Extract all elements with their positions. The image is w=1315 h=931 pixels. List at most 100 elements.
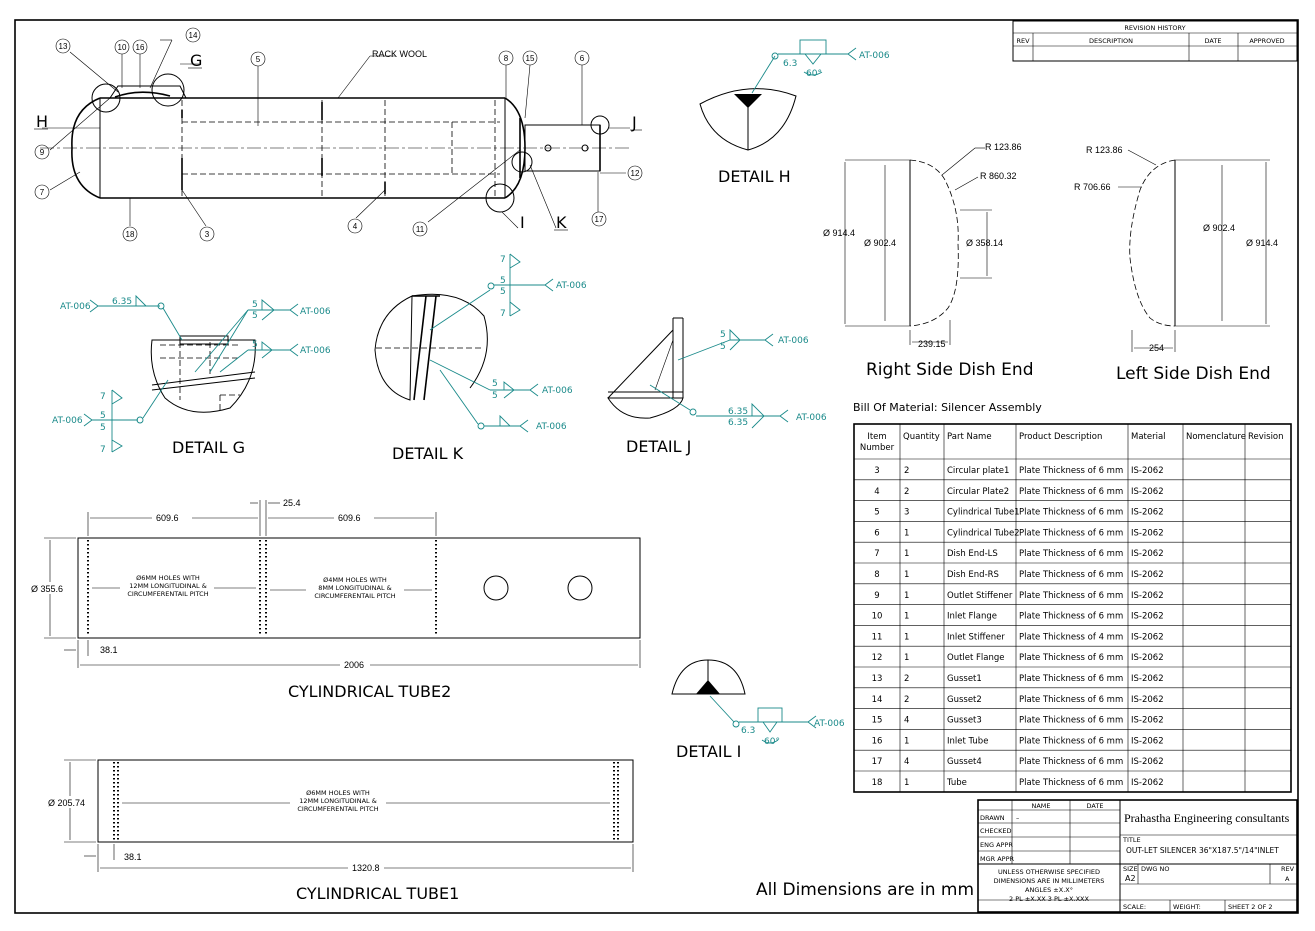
weld-g-ref-2: AT-006 xyxy=(300,307,331,317)
tb-dwg-label: DWG NO xyxy=(1141,865,1170,873)
bom-cell-3-1: 1 xyxy=(904,528,909,538)
bom-cell-5-2: Dish End-RS xyxy=(947,570,999,580)
balloon-18: 18 xyxy=(122,226,138,242)
balloon-14: 14 xyxy=(185,27,201,43)
weld-g-five-2: 5 xyxy=(252,311,258,321)
right-dish-r2: R 860.32 xyxy=(980,171,1017,181)
tb-rev: A xyxy=(1285,875,1290,883)
right-dish-r1: R 123.86 xyxy=(985,142,1022,152)
balloon-6: 6 xyxy=(574,50,590,66)
tb-name-header: NAME xyxy=(1031,802,1050,810)
balloon-11: 11 xyxy=(412,221,428,237)
balloon-15: 15 xyxy=(522,50,538,66)
weld-k-seven-1: 7 xyxy=(500,255,506,265)
weld-h-ref: AT-006 xyxy=(859,51,890,61)
bom-cell-8-2: Inlet Stiffener xyxy=(947,632,1005,642)
tube1-note-2: 12MM LONGITUDINAL & xyxy=(299,797,377,805)
bom-cell-15-4: IS-2062 xyxy=(1131,778,1164,788)
weld-j-five-1: 5 xyxy=(720,330,726,340)
bom-cell-11-3: Plate Thickness of 6 mm xyxy=(1019,695,1123,705)
bom-cell-2-2: Cylindrical Tube1 xyxy=(947,508,1020,518)
bill-of-material: Bill Of Material: Silencer Assembly Item… xyxy=(853,401,1292,793)
bom-cell-15-2: Tube xyxy=(946,778,967,788)
bom-cell-15-1: 1 xyxy=(904,778,909,788)
weld-i-size: 6.3 xyxy=(741,726,755,736)
tube1-offset: 38.1 xyxy=(124,852,142,862)
left-dish-end: R 123.86 R 706.66 Ø 902.4 Ø 914.4 254 Le… xyxy=(1074,145,1278,384)
revision-title: REVISION HISTORY xyxy=(1124,24,1185,32)
tb-note-2: DIMENSIONS ARE IN MILLIMETERS xyxy=(994,877,1105,885)
bom-cell-5-4: IS-2062 xyxy=(1131,570,1164,580)
bom-header-3: Product Description xyxy=(1019,432,1102,442)
weld-g-five-5: 5 xyxy=(100,423,106,433)
bom-cell-2-0: 5 xyxy=(874,508,879,518)
weld-k-ref-1: AT-006 xyxy=(556,281,587,291)
bom-cell-11-4: IS-2062 xyxy=(1131,695,1164,705)
dimensions-note: All Dimensions are in mm xyxy=(756,880,974,900)
svg-text:3: 3 xyxy=(205,230,210,239)
bom-cell-8-1: 1 xyxy=(904,632,909,642)
bom-header-0-0: Item xyxy=(867,432,886,442)
tube1-length: 1320.8 xyxy=(352,863,380,873)
bom-header-1: Quantity xyxy=(903,432,940,442)
bom-cell-6-3: Plate Thickness of 6 mm xyxy=(1019,591,1123,601)
weld-j-ref-2: AT-006 xyxy=(796,413,827,423)
tb-drawn-value: – xyxy=(1016,814,1019,822)
right-dish-inner-dia: Ø 902.4 xyxy=(864,238,896,248)
balloon-9: 9 xyxy=(34,144,50,160)
bom-cell-15-3: Plate Thickness of 6 mm xyxy=(1019,778,1123,788)
bom-cell-6-2: Outlet Stiffener xyxy=(947,591,1013,601)
weld-j-size-1: 6.35 xyxy=(728,407,748,417)
bom-cell-4-2: Dish End-LS xyxy=(947,549,998,559)
tb-title-label: TITLE xyxy=(1122,836,1141,844)
tube2-note-a-1: Ø6MM HOLES WITH xyxy=(136,574,200,582)
bom-cell-6-4: IS-2062 xyxy=(1131,591,1164,601)
tb-note-4: 2 PL ±X.XX 3 PL ±X.XXX xyxy=(1009,895,1089,903)
tb-mgr-appr: MGR APPR xyxy=(980,855,1015,863)
weld-g-ref-4: AT-006 xyxy=(52,416,83,426)
detail-k-title: DETAIL K xyxy=(392,444,464,463)
tb-sheet: SHEET 2 OF 2 xyxy=(1228,903,1273,911)
tube2-note-a-3: CIRCUMFERENTAIL PITCH xyxy=(127,590,208,598)
tube1-note-3: CIRCUMFERENTAIL PITCH xyxy=(297,805,378,813)
tb-date-header: DATE xyxy=(1087,802,1104,810)
bom-cell-6-0: 9 xyxy=(874,591,879,601)
tube2-note-b-1: Ø4MM HOLES WITH xyxy=(323,576,387,584)
detail-h-title: DETAIL H xyxy=(718,167,791,186)
tb-scale: SCALE: xyxy=(1123,903,1146,911)
tb-drawing-title: OUT-LET SILENCER 36"X187.5"/14"INLET xyxy=(1126,846,1279,855)
weld-k-ref-3: AT-006 xyxy=(536,422,567,432)
bom-cell-9-3: Plate Thickness of 6 mm xyxy=(1019,653,1123,663)
bom-header-0-1: Number xyxy=(860,443,895,453)
balloon-12: 12 xyxy=(627,165,643,181)
bom-cell-0-4: IS-2062 xyxy=(1131,466,1164,476)
detail-j-title: DETAIL J xyxy=(626,437,691,456)
tube2-title: CYLINDRICAL TUBE2 xyxy=(288,682,451,701)
bom-cell-13-0: 16 xyxy=(872,736,883,746)
bom-cell-3-0: 6 xyxy=(874,528,879,538)
svg-text:11: 11 xyxy=(416,225,425,234)
bom-cell-10-1: 2 xyxy=(904,674,909,684)
tube2-dim-b: 609.6 xyxy=(338,513,361,523)
svg-text:4: 4 xyxy=(353,222,358,231)
bom-cell-13-2: Inlet Tube xyxy=(947,736,988,746)
detail-k: 7 5 5 7 AT-006 5 5 AT-006 AT-006 DETAIL … xyxy=(374,253,587,463)
bom-cell-8-3: Plate Thickness of 4 mm xyxy=(1019,632,1123,642)
bom-cell-5-3: Plate Thickness of 6 mm xyxy=(1019,570,1123,580)
bom-cell-10-3: Plate Thickness of 6 mm xyxy=(1019,674,1123,684)
svg-text:18: 18 xyxy=(126,230,135,239)
tb-size-label: SIZE xyxy=(1123,865,1138,873)
weld-g-seven-2: 7 xyxy=(100,445,106,455)
sheet-border xyxy=(14,19,1299,914)
detail-letter-g: G xyxy=(190,51,202,70)
bom-cell-3-2: Cylindrical Tube2 xyxy=(947,528,1020,538)
bom-cell-11-0: 14 xyxy=(872,695,883,705)
bom-cell-0-3: Plate Thickness of 6 mm xyxy=(1019,466,1123,476)
bom-cell-9-2: Outlet Flange xyxy=(947,653,1005,663)
bom-cell-4-1: 1 xyxy=(904,549,909,559)
weld-g-ref-3: AT-006 xyxy=(300,346,331,356)
description-col: DESCRIPTION xyxy=(1089,37,1133,45)
detail-letter-j: J xyxy=(631,113,637,132)
svg-text:14: 14 xyxy=(189,31,198,40)
